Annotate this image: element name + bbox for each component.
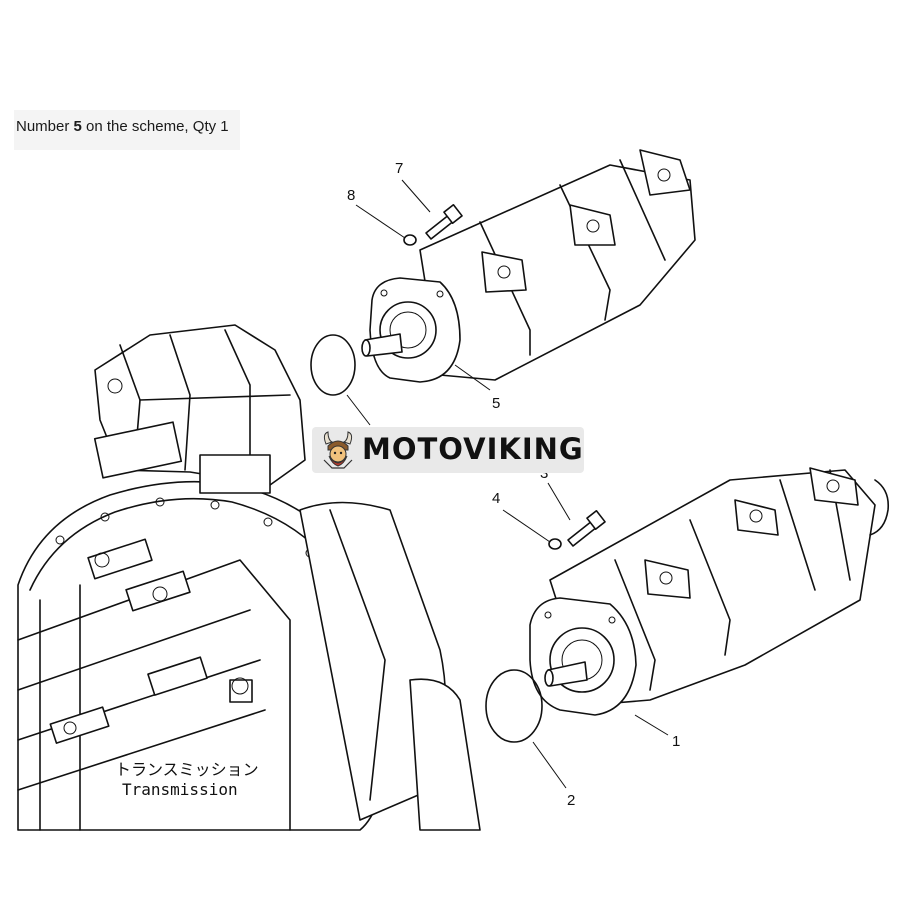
callout-8: 8 bbox=[347, 187, 355, 204]
watermark-text: MOTOVIKING bbox=[362, 432, 584, 466]
caption-prefix: Number bbox=[16, 118, 74, 135]
caption-box bbox=[14, 110, 240, 150]
transmission-housing bbox=[17, 324, 481, 831]
callout-5: 5 bbox=[492, 395, 500, 412]
washer-part-4 bbox=[548, 538, 562, 550]
callout-2: 2 bbox=[567, 792, 575, 809]
callout-7: 7 bbox=[395, 160, 403, 177]
caption-suffix: on the scheme, Qty 1 bbox=[81, 118, 229, 135]
o-ring-upper bbox=[310, 334, 356, 396]
caption-number: 5 bbox=[73, 118, 82, 135]
o-ring-lower bbox=[485, 669, 543, 743]
callout-3: 3 bbox=[540, 465, 548, 482]
leader-lines bbox=[346, 179, 669, 789]
part-caption: Number 5 on the scheme, Qty 1 bbox=[16, 118, 229, 135]
washer-part-8 bbox=[403, 234, 417, 246]
bolt-part-7 bbox=[425, 203, 463, 240]
hydraulic-pump-part-1 bbox=[529, 467, 890, 716]
bolt-part-3 bbox=[567, 509, 606, 547]
hydraulic-pump-part-5 bbox=[361, 149, 696, 383]
viking-mascot-icon bbox=[323, 431, 353, 469]
transmission-label-en: Transmission bbox=[122, 780, 238, 799]
callout-1: 1 bbox=[672, 733, 680, 750]
callout-4: 4 bbox=[492, 490, 500, 507]
motoviking-watermark: MOTOVIKING bbox=[312, 427, 584, 473]
transmission-label-jp: トランスミッション bbox=[115, 760, 259, 779]
